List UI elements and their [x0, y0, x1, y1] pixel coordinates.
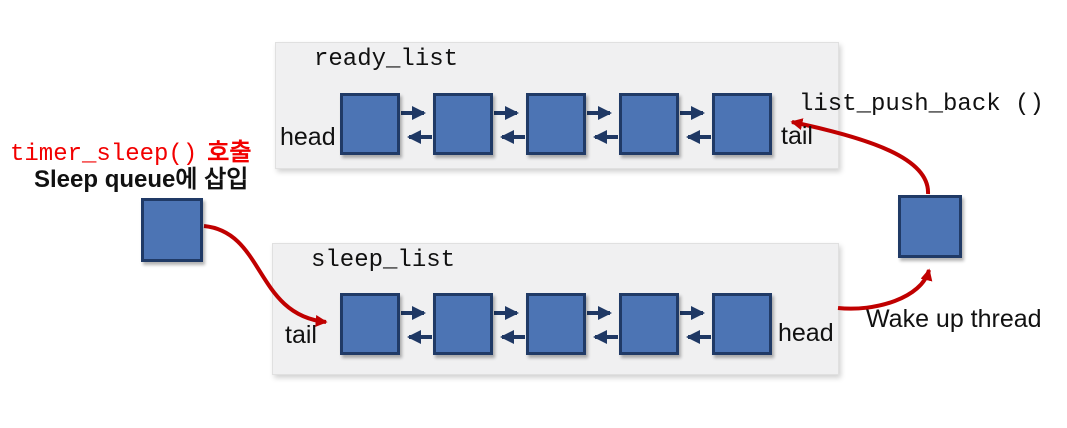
ready-tail-label: tail [781, 122, 813, 150]
list-node [526, 93, 586, 155]
list-node [340, 293, 400, 355]
sleep-insert-annotation: Sleep queue에 삽입 [34, 166, 249, 193]
sleep-tail-label: tail [285, 321, 317, 349]
list-node [433, 293, 493, 355]
sleep-list-title: sleep_list [311, 247, 456, 274]
timer-sleep-suffix: 호출 [207, 139, 252, 166]
sleeping-thread-node [141, 198, 203, 262]
timer-sleep-code: timer_sleep() [10, 141, 198, 168]
list-node [619, 93, 679, 155]
waking-thread-node [898, 195, 962, 258]
list-node [526, 293, 586, 355]
list-node [712, 93, 772, 155]
ready-head-label: head [280, 123, 336, 151]
list-node [712, 293, 772, 355]
wake-up-thread-annotation: Wake up thread [866, 305, 1042, 333]
timer-sleep-annotation: timer_sleep() 호출 [10, 139, 251, 169]
list-node [433, 93, 493, 155]
sleep-head-label: head [778, 319, 834, 347]
list-node [619, 293, 679, 355]
list-push-back-annotation: list_push_back () [799, 91, 1044, 118]
list-node [340, 93, 400, 155]
wake-up-arrow [837, 268, 933, 311]
ready-list-title: ready_list [314, 46, 459, 73]
